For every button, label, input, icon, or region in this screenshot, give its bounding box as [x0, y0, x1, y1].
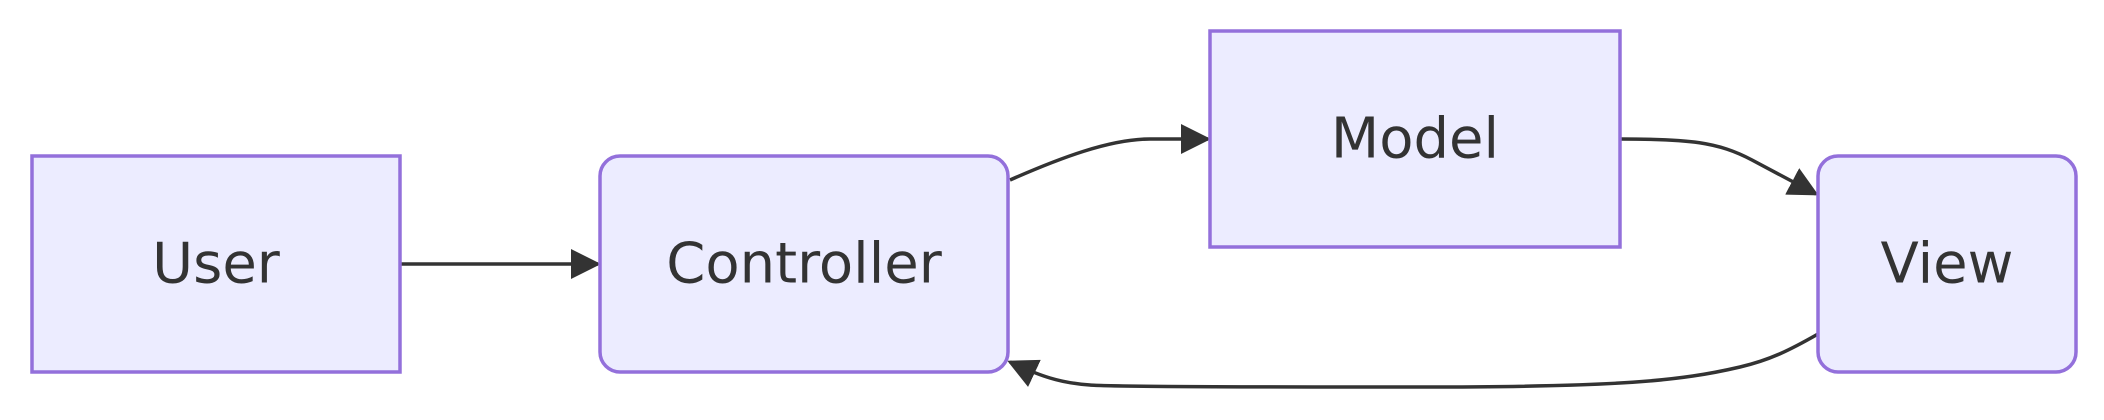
node-controller: Controller: [598, 154, 1010, 374]
edge-controller-to-model: [1009, 124, 1211, 182]
edge-model-to-view: [1619, 137, 1819, 196]
node-controller-label: Controller: [666, 232, 942, 297]
node-user-box: [30, 154, 402, 374]
node-model: Model: [1208, 29, 1622, 249]
node-view-label: View: [1881, 232, 2014, 297]
edges: [400, 124, 1819, 389]
node-user: User: [30, 154, 402, 374]
node-model-box: [1208, 29, 1622, 249]
edge-view-to-controller: [1007, 332, 1819, 389]
node-user-label: User: [152, 232, 281, 297]
node-controller-box: [598, 154, 1010, 374]
node-model-label: Model: [1331, 107, 1499, 172]
node-view: View: [1816, 154, 2078, 374]
node-view-box: [1816, 154, 2078, 374]
